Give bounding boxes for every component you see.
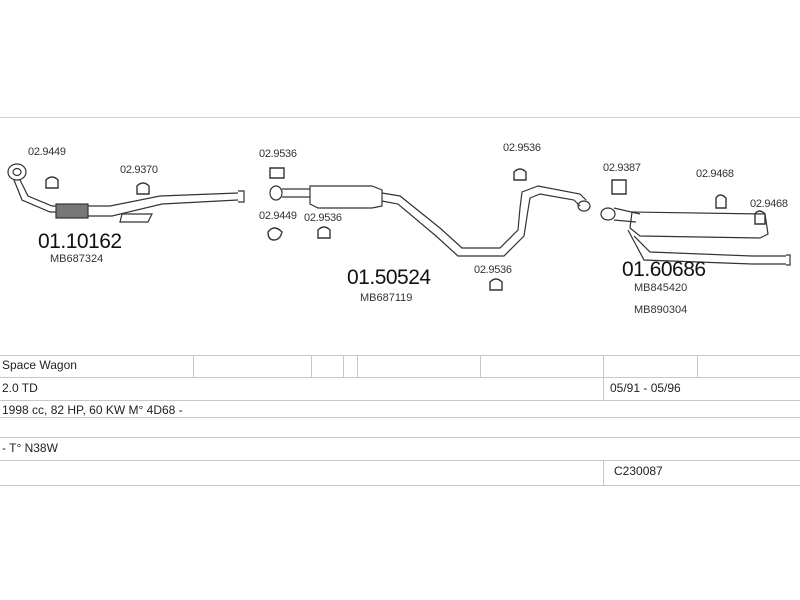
vehicle-model: Space Wagon (2, 358, 77, 372)
table-divider (0, 400, 800, 401)
vehicle-type: - T° N38W (2, 441, 58, 455)
accessory-label: 02.9536 (503, 142, 541, 154)
table-divider (0, 485, 800, 486)
accessory-label: 02.9387 (603, 162, 641, 174)
accessory-label: 02.9468 (696, 168, 734, 180)
table-divider (0, 460, 800, 461)
accessory-label: 02.9536 (474, 264, 512, 276)
front-pipe-drawing (7, 163, 245, 223)
table-col-divider (480, 356, 481, 378)
part-number: 01.50524 (347, 266, 431, 289)
catalog-code: C230087 (614, 464, 663, 478)
oem-number: MB687119 (360, 292, 413, 304)
table-divider (0, 355, 800, 356)
part-number: 01.60686 (622, 258, 706, 281)
accessory-label: 02.9449 (28, 146, 66, 158)
accessory-shapes (45, 167, 766, 291)
table-divider (0, 437, 800, 438)
oem-number: MB845420 (634, 282, 688, 294)
frame-top-line (0, 117, 800, 118)
table-col-divider (311, 356, 312, 378)
vehicle-years: 05/91 - 05/96 (610, 381, 681, 395)
oem-number: MB687324 (50, 253, 104, 265)
accessory-label: 02.9536 (259, 148, 297, 160)
table-col-divider (697, 356, 698, 378)
rear-silencer-drawing (600, 207, 791, 266)
vehicle-spec: 1998 cc, 82 HP, 60 KW M° 4D68 - (2, 403, 183, 417)
table-col-divider (357, 356, 358, 378)
table-col-divider (343, 356, 344, 378)
accessory-label: 02.9370 (120, 164, 158, 176)
accessory-label: 02.9449 (259, 210, 297, 222)
table-divider (0, 377, 800, 378)
middle-silencer-drawing (269, 185, 591, 257)
accessory-label: 02.9468 (750, 198, 788, 210)
table-divider (0, 417, 800, 418)
oem-number: MB890304 (634, 304, 688, 316)
accessory-label: 02.9536 (304, 212, 342, 224)
part-number: 01.10162 (38, 230, 122, 253)
vehicle-engine: 2.0 TD (2, 381, 38, 395)
table-col-divider (603, 356, 604, 400)
table-col-divider (603, 461, 604, 485)
table-col-divider (193, 356, 194, 378)
